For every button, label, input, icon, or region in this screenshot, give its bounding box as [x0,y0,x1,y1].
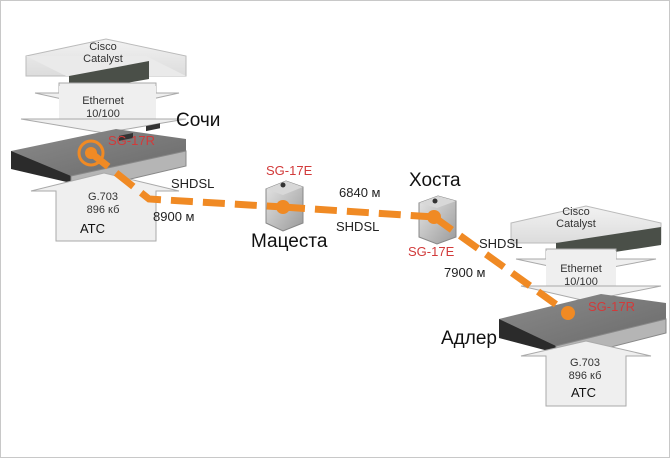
link2-type-label: SHDSL [336,219,380,234]
adler-ethernet-label: Ethernet [560,263,602,275]
adler-g703-label: G.703 [570,357,600,369]
khosta-city-label: Хоста [409,170,461,191]
adler-ethernet-arrow [515,248,662,302]
adler-atc-label: АТС [571,385,596,400]
adler-switch-label-2: Catalyst [556,218,596,230]
link1-distance-label: 8900 м [153,209,195,224]
adler-ethernet-speed: 10/100 [564,276,598,288]
matsesta-city-label: Мацеста [251,231,328,252]
sochi-ethernet-arrow [20,82,187,134]
khosta-device-label: SG-17E [408,244,455,259]
khosta-node-dot [427,210,441,224]
link-matsesta-khosta [282,203,435,221]
sochi-node-ring [77,139,105,167]
shdsl-links [88,150,571,316]
adler-g703-rate: 896 кб [568,370,602,382]
sochi-city-label: Сочи [176,110,221,131]
adler-g703-arrow [520,340,652,407]
adler-city-label: Адлер [441,328,497,349]
link-khosta-adler [431,214,571,316]
adler-switch-label-1: Cisco [562,206,590,218]
sochi-atc-label: АТС [80,221,105,236]
sochi-node-dot [85,147,97,159]
sochi-device-label: SG-17R [108,133,155,148]
link3-type-label: SHDSL [479,236,523,251]
sochi-g703-label: G.703 [88,191,118,203]
link2-distance-label: 6840 м [339,185,381,200]
sochi-ethernet-label: Ethernet [82,95,124,107]
link-sochi-matsesta [88,150,284,211]
link3-distance-label: 7900 м [444,265,486,280]
sochi-ethernet-speed: 10/100 [86,108,120,120]
adler-device-label: SG-17R [588,299,635,314]
matsesta-device-label: SG-17E [266,163,313,178]
sochi-switch-label-2: Catalyst [83,53,123,65]
adler-node-dot [561,306,575,320]
matsesta-node-dot [276,200,290,214]
sochi-switch-label-1: Cisco [89,41,117,53]
link1-type-label: SHDSL [171,176,215,191]
sochi-g703-rate: 896 кб [86,204,120,216]
